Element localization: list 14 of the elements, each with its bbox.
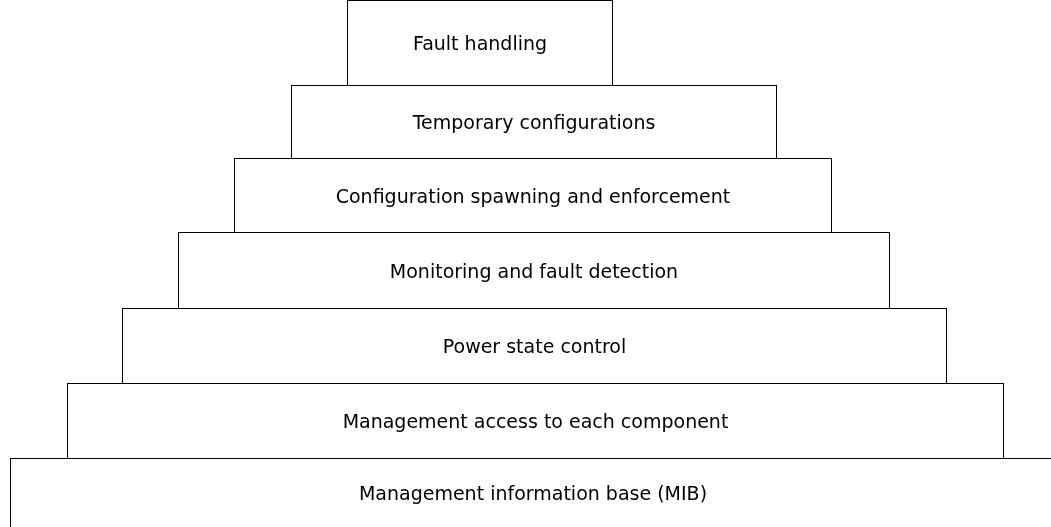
layer-box	[122, 308, 947, 383]
layer-box	[291, 85, 777, 158]
layer-box	[347, 0, 613, 85]
layer-label: Monitoring and fault detection	[389, 259, 679, 282]
layer-label: Power state control	[442, 335, 627, 357]
layer-label: Management access to each component	[342, 410, 729, 432]
layer-label: Configuration spawning and enforcement	[335, 184, 731, 207]
layer-box	[178, 232, 890, 308]
layer-box	[10, 458, 1051, 527]
layer-box	[234, 158, 832, 232]
layer-label: Management information base (MIB)	[358, 482, 708, 504]
layer-label: Temporary configurations	[412, 111, 656, 133]
layer-label: Fault handling	[412, 32, 548, 54]
layer-box	[67, 383, 1004, 458]
